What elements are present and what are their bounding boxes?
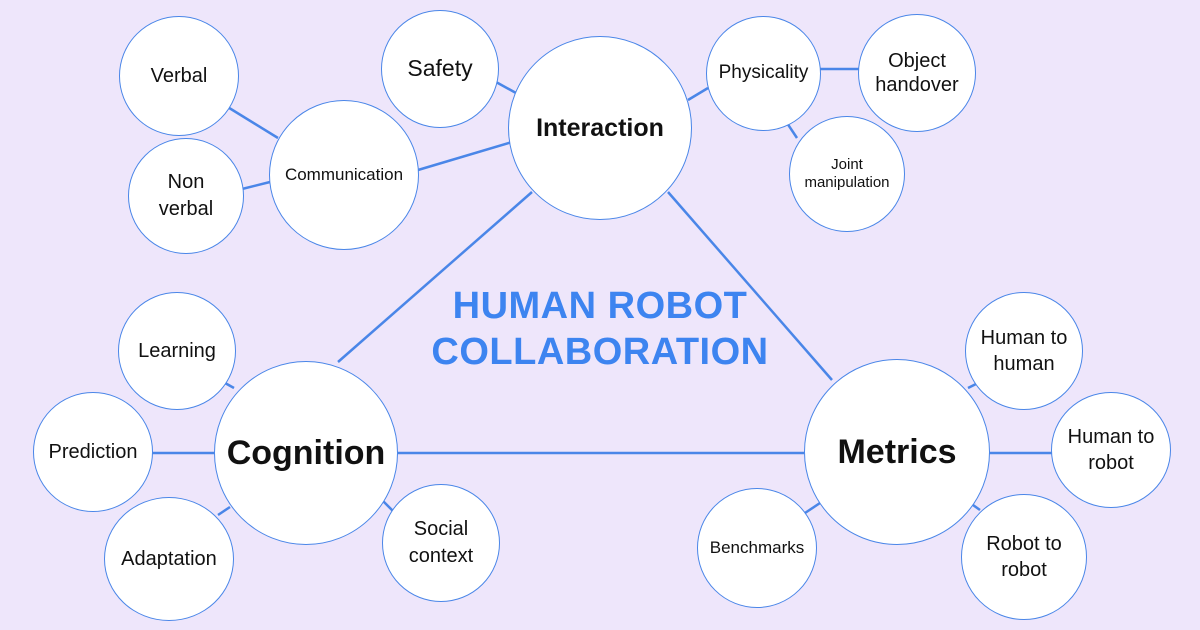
link-interaction-communication <box>417 140 513 172</box>
node-human-to-human: Human to human <box>965 292 1083 410</box>
link-interaction-cognition <box>337 191 533 363</box>
node-prediction-label: Prediction <box>48 441 138 463</box>
link-interaction-metrics <box>667 191 833 381</box>
node-robot-to-robot-label: Robot to robot <box>986 533 1062 581</box>
node-robot-to-robot: Robot to robot <box>961 494 1087 620</box>
node-adaptation: Adaptation <box>104 497 234 621</box>
node-safety: Safety <box>381 10 499 128</box>
node-human-to-robot-label: Human to robot <box>1067 426 1155 474</box>
node-joint-manipulation: Joint manipulation <box>789 116 905 232</box>
node-social-context-label: Social context <box>408 518 474 567</box>
node-object-handover-label: Object handover <box>875 50 959 96</box>
node-communication-label: Communication <box>284 164 404 184</box>
node-cognition-label: Cognition <box>226 433 386 472</box>
node-adaptation-label: Adaptation <box>121 548 217 570</box>
node-non-verbal: Non verbal <box>128 138 244 254</box>
node-verbal: Verbal <box>119 16 239 136</box>
node-joint-manipulation-label: Joint manipulation <box>804 156 890 191</box>
node-learning-label: Learning <box>138 340 216 362</box>
node-object-handover: Object handover <box>858 14 976 132</box>
node-safety-label: Safety <box>407 55 473 82</box>
node-benchmarks-label: Benchmarks <box>709 537 805 557</box>
link-cognition-learning <box>224 381 235 390</box>
node-physicality-label: Physicality <box>718 62 809 84</box>
node-learning: Learning <box>118 292 236 410</box>
link-cognition-adaptation <box>217 505 231 517</box>
link-communication-verbal <box>225 104 279 140</box>
node-human-to-robot: Human to robot <box>1051 392 1171 508</box>
node-physicality: Physicality <box>706 16 821 131</box>
node-cognition: Cognition <box>214 361 398 545</box>
node-interaction: Interaction <box>508 36 692 220</box>
node-social-context: Social context <box>382 484 500 602</box>
node-interaction-label: Interaction <box>536 114 664 142</box>
link-metrics-benchmarks <box>804 501 821 515</box>
node-human-to-human-label: Human to human <box>980 327 1068 375</box>
node-metrics: Metrics <box>804 359 990 545</box>
node-benchmarks: Benchmarks <box>697 488 817 608</box>
node-verbal-label: Verbal <box>150 65 208 87</box>
node-prediction: Prediction <box>33 392 153 512</box>
link-communication-nonverbal <box>241 180 271 191</box>
node-metrics-label: Metrics <box>837 432 957 471</box>
node-non-verbal-label: Non verbal <box>158 171 214 220</box>
link-interaction-safety <box>495 80 517 95</box>
link-interaction-physicality <box>687 86 709 102</box>
node-communication: Communication <box>269 100 419 250</box>
diagram-title: HUMAN ROBOT COLLABORATION <box>431 285 769 373</box>
